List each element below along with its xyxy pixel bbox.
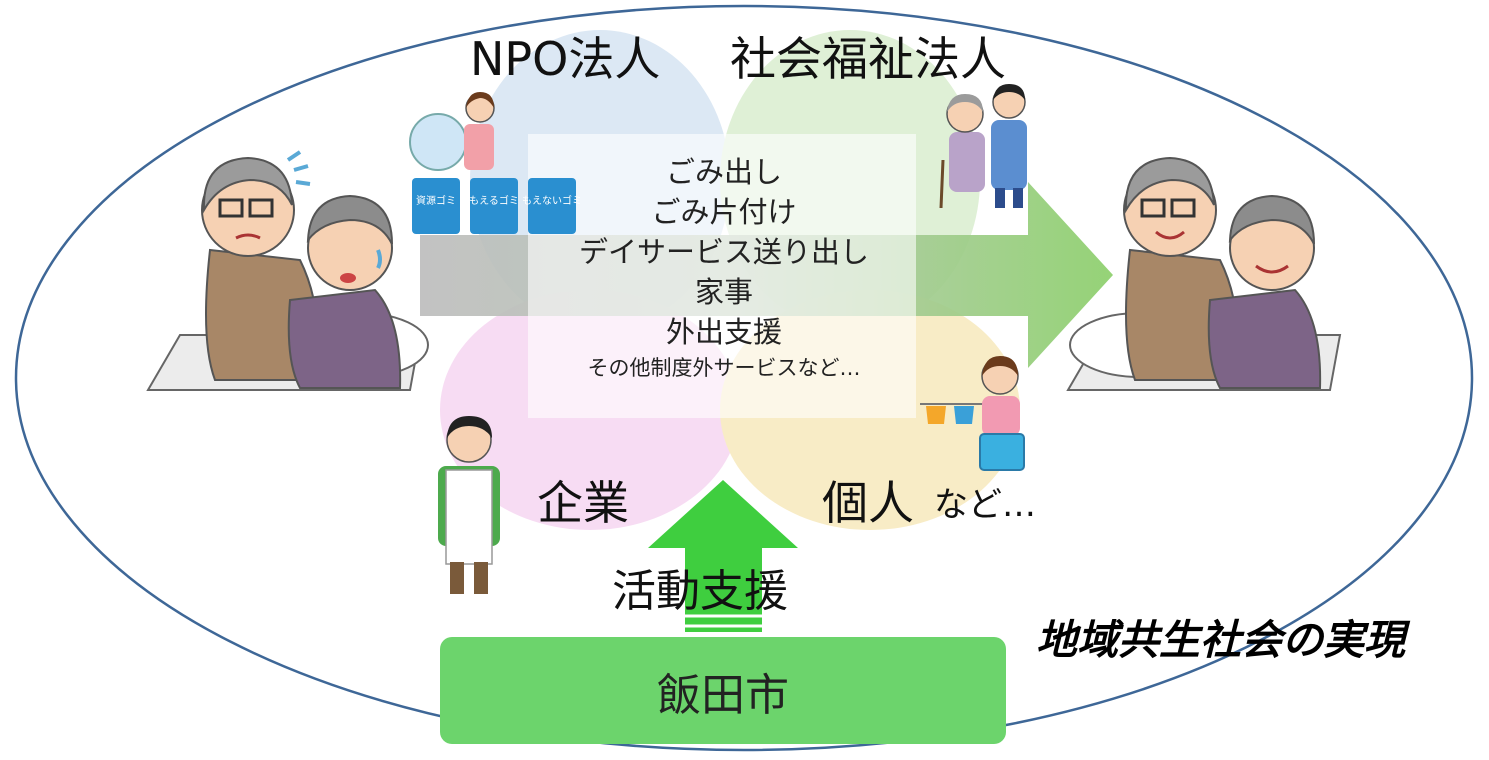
- city-label: 飯田市: [657, 669, 789, 721]
- service-item: デイサービス送り出し: [578, 235, 869, 269]
- service-item: ごみ出し: [665, 155, 782, 189]
- services-list: ごみ出し ごみ片付け デイサービス送り出し 家事 外出支援 その他制度外サービス…: [530, 152, 918, 384]
- goal-label: 地域共生社会の実現: [1036, 616, 1405, 664]
- laundry-woman-icon: [920, 356, 1025, 471]
- caregiver-with-elderly-icon: [939, 84, 1027, 209]
- happy-elderly-couple-icon: [1066, 156, 1342, 391]
- worried-elderly-couple-icon: [146, 150, 429, 391]
- bin-label: もえないゴミ: [522, 194, 580, 207]
- company-label: 企業: [537, 476, 629, 530]
- iida-city-box: 飯田市: [440, 637, 1006, 744]
- recycling-bins-icon: 資源ゴミ もえるゴミ もえないゴミ: [412, 178, 580, 234]
- etc-label: など…: [934, 485, 1036, 525]
- support-arrow: [648, 480, 798, 632]
- support-label: 活動支援: [612, 566, 788, 617]
- service-item: 外出支援: [665, 315, 782, 349]
- shop-clerk-icon: [438, 416, 500, 594]
- welfare-label: 社会福祉法人: [730, 32, 1006, 86]
- trash-bag-woman-icon: [409, 92, 495, 171]
- individual-label: 個人: [822, 476, 914, 530]
- service-item: ごみ片付け: [651, 195, 797, 229]
- bin-label: もえるゴミ: [469, 194, 519, 207]
- services-panel: [528, 134, 916, 418]
- service-item: 家事: [694, 275, 753, 309]
- service-item-other: その他制度外サービスなど…: [587, 356, 861, 380]
- community-ellipse: [14, 4, 1474, 752]
- npo-label: NPO法人: [470, 32, 661, 86]
- bin-label: 資源ゴミ: [416, 194, 456, 207]
